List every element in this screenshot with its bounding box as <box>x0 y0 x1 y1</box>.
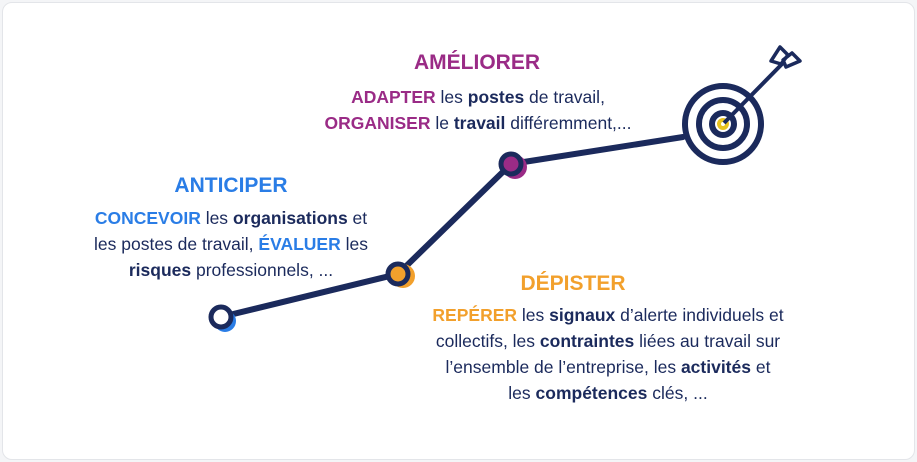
ameliorer-line: ORGANISER le travail différemment,... <box>263 110 693 136</box>
keyword: compétences <box>535 383 648 403</box>
text-segment: et <box>750 357 771 377</box>
text-segment: les <box>340 234 368 254</box>
action-verb: ÉVALUER <box>258 234 341 254</box>
action-verb: CONCEVOIR <box>94 208 201 228</box>
text-segment: collectifs, les <box>435 331 540 351</box>
keyword: activités <box>680 357 751 377</box>
depister-line: REPÉRER les signaux d’alerte individuels… <box>373 302 843 328</box>
keyword: risques <box>128 260 192 280</box>
depister-line: collectifs, les contraintes liées au tra… <box>373 328 843 354</box>
text-segment: le <box>430 113 454 133</box>
depister-title: DÉPISTER <box>520 272 626 295</box>
action-verb: REPÉRER <box>432 305 518 325</box>
depister-line: l’ensemble de l’entreprise, les activité… <box>373 354 843 380</box>
text-segment: différemment,... <box>505 113 632 133</box>
text-segment: liées au travail sur <box>634 331 781 351</box>
target-icon <box>682 45 802 165</box>
text-segment: les postes de travail, <box>94 234 259 254</box>
text-segment: les <box>517 305 550 325</box>
anticiper-line: les postes de travail, ÉVALUER les <box>43 231 419 257</box>
text-segment: les <box>435 87 468 107</box>
text-segment: l’ensemble de l’entreprise, les <box>445 357 681 377</box>
text-segment: les <box>508 383 536 403</box>
keyword: signaux <box>549 305 616 325</box>
text-segment: et <box>347 208 368 228</box>
text-segment: les <box>200 208 233 228</box>
keyword: organisations <box>232 208 348 228</box>
text-segment: , <box>600 87 605 107</box>
text-segment: d’alerte individuels et <box>615 305 784 325</box>
text-segment: de <box>524 87 554 107</box>
keyword: postes <box>467 87 525 107</box>
ameliorer-title: AMÉLIORER <box>414 51 540 74</box>
node-anticiper <box>208 304 236 332</box>
keyword: contraintes <box>539 331 635 351</box>
anticiper-title: ANTICIPER <box>174 174 288 197</box>
keyword: travail <box>453 113 506 133</box>
progress-line <box>218 134 686 320</box>
text-segment: professionnels, ... <box>191 260 334 280</box>
anticiper-line: risques professionnels, ... <box>43 257 419 283</box>
progress-path-diagram <box>208 45 802 332</box>
node-depister <box>385 261 415 288</box>
text-segment: clés, ... <box>647 383 708 403</box>
depister-line: les compétences clés, ... <box>373 380 843 406</box>
depister-text: REPÉRER les signaux d’alerte individuels… <box>373 302 843 406</box>
text-segment: travail <box>553 87 601 107</box>
ameliorer-line: ADAPTER les postes de travail, <box>263 84 693 110</box>
anticiper-line: CONCEVOIR les organisations et <box>43 205 419 231</box>
node-ameliorer <box>498 151 527 179</box>
action-verb: ADAPTER <box>351 87 436 107</box>
action-verb: ORGANISER <box>324 113 431 133</box>
ameliorer-text: ADAPTER les postes de travail,ORGANISER … <box>263 84 693 136</box>
